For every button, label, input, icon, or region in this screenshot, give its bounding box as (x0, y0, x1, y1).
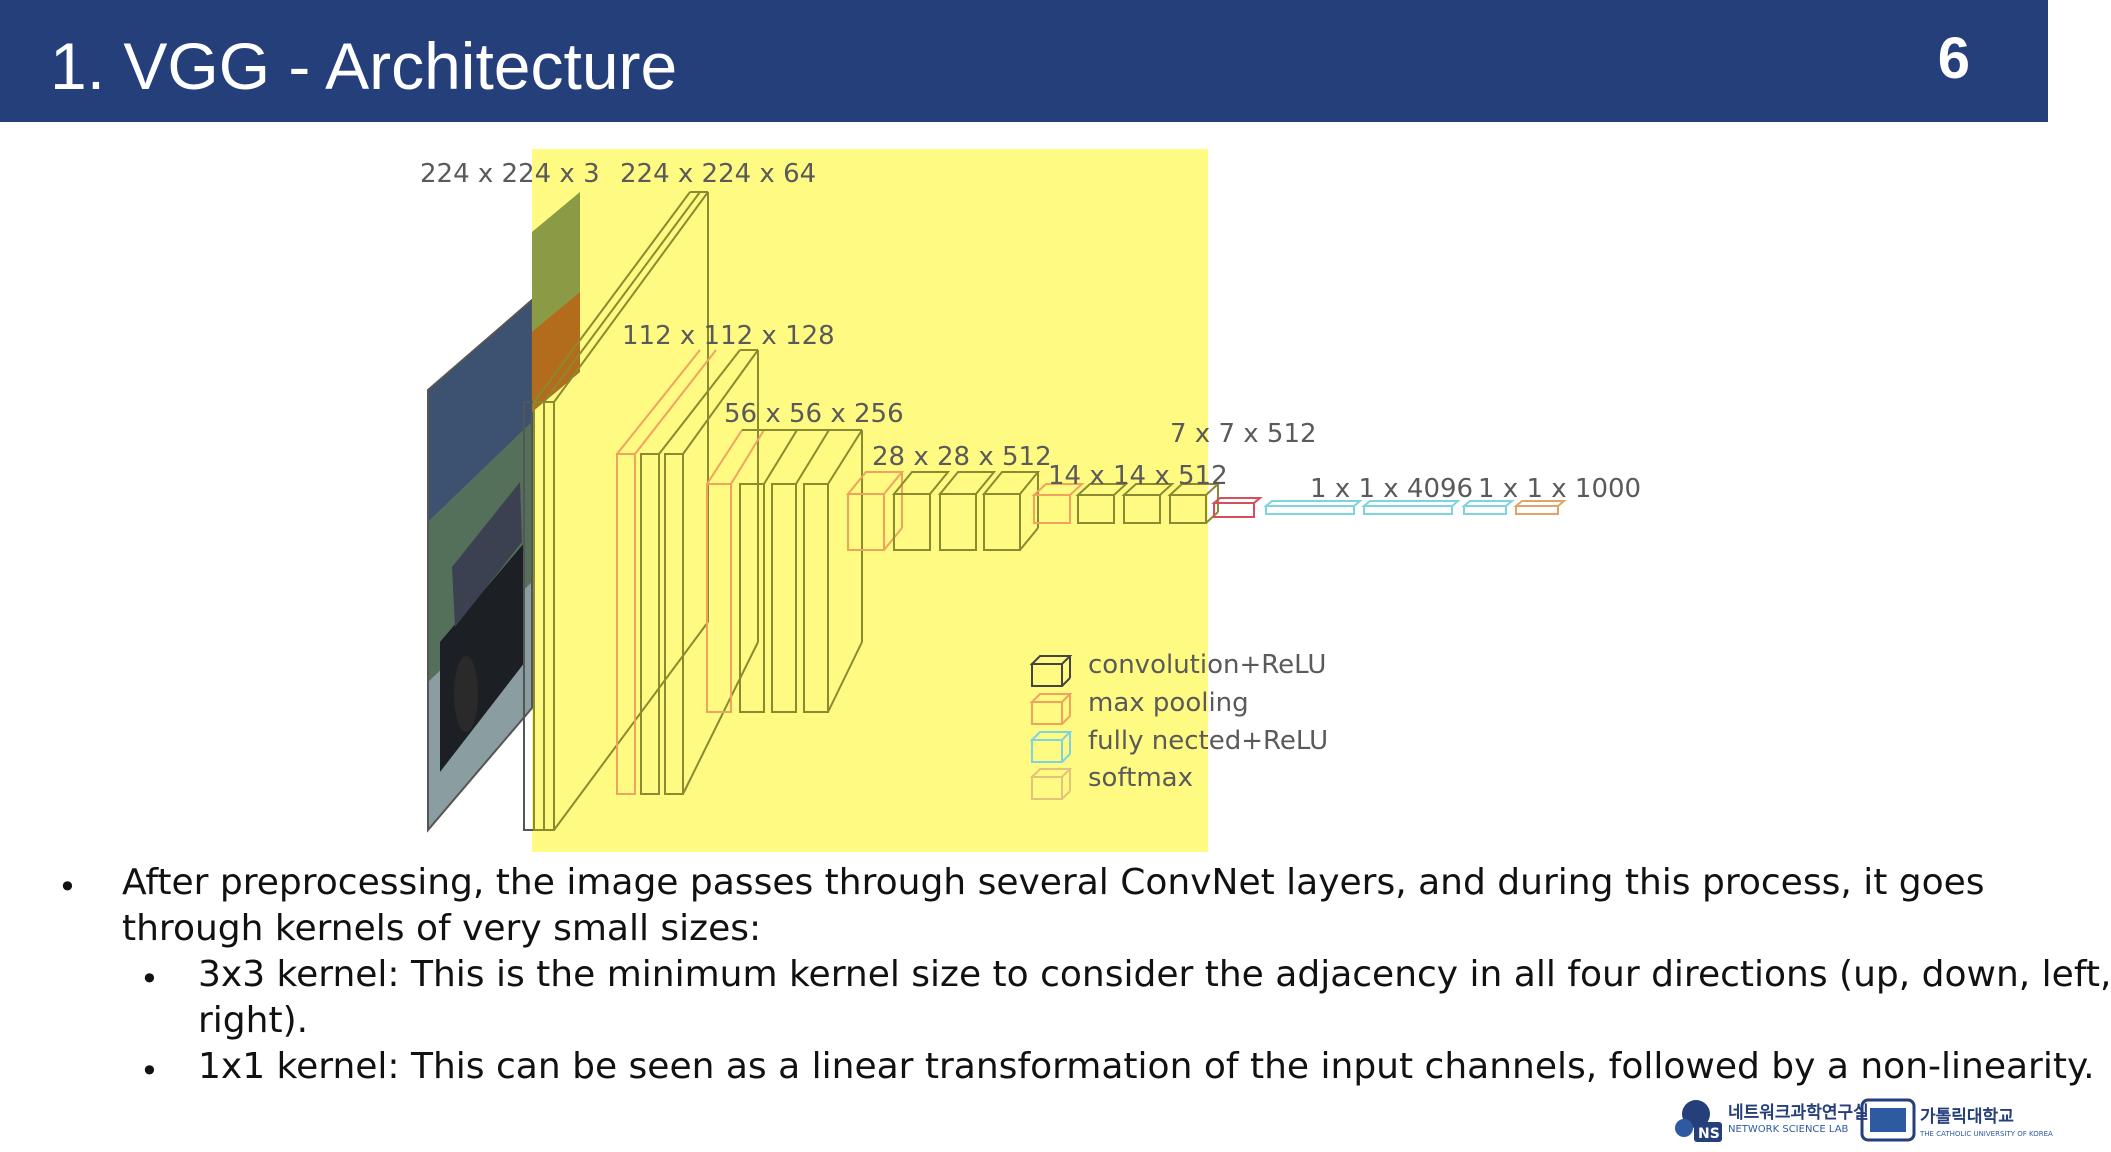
lab-name-ko: 네트워크과학연구실 (1728, 1103, 1869, 1123)
legend-label-conv: convolution+ReLU (1088, 650, 1326, 680)
bullet-dot: • (58, 868, 77, 906)
legend-label-fc: fully nected+ReLU (1088, 726, 1328, 756)
bullet-2-cont: right). (198, 1000, 309, 1041)
university-name-ko: 가톨릭대학교 (1920, 1107, 2014, 1127)
conv-block-56 (706, 429, 863, 713)
dim-label-224-64: 224 x 224 x 64 (620, 159, 816, 189)
conv-block-224 (523, 191, 709, 831)
header-bar: 1. VGG - Architecture 6 (0, 0, 2048, 122)
fc-layers (1263, 500, 1567, 515)
dim-label-4096: 1 x 1 x 4096 (1310, 474, 1473, 504)
dim-label-7: 7 x 7 x 512 (1170, 419, 1317, 449)
dim-label-14: 14 x 14 x 512 (1048, 461, 1228, 491)
dim-label-56: 56 x 56 x 256 (724, 399, 904, 429)
dim-label-112: 112 x 112 x 128 (622, 321, 835, 351)
conv-block-112 (616, 349, 759, 795)
pool-block-7 (1211, 497, 1263, 518)
university-name-en: THE CATHOLIC UNIVERSITY OF KOREA (1919, 1130, 2053, 1138)
conv-block-28 (845, 471, 1041, 551)
bullet-1-cont: through kernels of very small sizes: (122, 908, 762, 949)
dim-label-1000: 1 x 1 x 1000 (1478, 474, 1641, 504)
legend-label-softmax: softmax (1088, 763, 1193, 793)
bullet-dot: • (140, 960, 159, 998)
bullet-1: After preprocessing, the image passes th… (122, 862, 1985, 903)
page-number: 6 (1937, 26, 1970, 91)
bullet-2: 3x3 kernel: This is the minimum kernel s… (198, 954, 2111, 995)
legend (1029, 655, 1073, 800)
vgg-architecture-diagram: 224 x 224 x 3 224 x 224 x 64 112 x 112 x… (420, 149, 1641, 852)
network-science-lab-logo: NS 네트워크과학연구실 NETWORK SCIENCE LAB (1675, 1100, 1869, 1142)
bullet-dot: • (140, 1052, 159, 1090)
slide-title: 1. VGG - Architecture (50, 29, 678, 103)
catholic-university-logo: 가톨릭대학교 THE CATHOLIC UNIVERSITY OF KOREA (1860, 1098, 2053, 1142)
conv-block-14 (1031, 483, 1221, 524)
footer-logos: NS 네트워크과학연구실 NETWORK SCIENCE LAB 가톨릭대학교 … (1675, 1098, 2053, 1142)
legend-label-pool: max pooling (1088, 688, 1249, 718)
lab-badge: NS (1698, 1126, 1720, 1142)
input-image (427, 192, 580, 833)
bullet-3: 1x1 kernel: This can be seen as a linear… (198, 1046, 2095, 1087)
dim-label-input: 224 x 224 x 3 (420, 159, 600, 189)
dim-label-28: 28 x 28 x 512 (872, 442, 1052, 472)
lab-name-en: NETWORK SCIENCE LAB (1728, 1124, 1849, 1135)
